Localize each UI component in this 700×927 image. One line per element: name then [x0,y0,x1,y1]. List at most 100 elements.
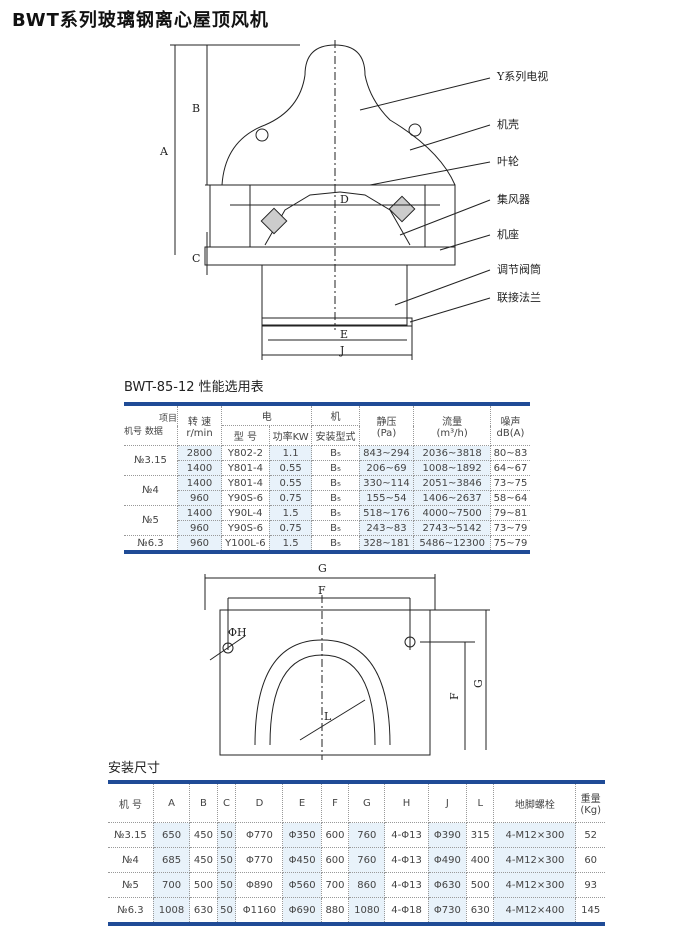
motor-header-right: 机 [311,403,360,426]
label-motor: Y系列电视 [496,69,548,83]
table-cell: 843~294 [358,445,415,461]
table-cell: 600 [320,847,350,873]
table-cell: Φ560 [282,872,322,898]
type-header: 型 号 [221,425,270,446]
column-header: D [235,781,284,823]
table-cell: Φ630 [427,872,467,898]
dim-J: J [339,344,344,357]
table-cell: 50 [216,822,237,848]
table-cell: Y90S-6 [221,490,270,506]
table-cell: Φ890 [235,872,284,898]
column-header: H [384,781,429,823]
column-header: L [465,781,495,823]
table-cell: 60 [575,847,605,873]
table-cell: 0.75 [268,520,313,536]
table-cell: 500 [189,872,218,898]
table-cell: B₅ [311,505,360,521]
table-cell: B₅ [311,535,360,553]
table-cell: Φ690 [282,897,322,925]
fan-section-drawing: Y系列电视 机壳 叶轮 集风器 机座 调节阀筒 联接法兰 A B C D E J [159,40,548,360]
table-cell: Φ390 [427,822,467,848]
column-header: F [320,781,350,823]
table-cell: B₅ [311,460,360,476]
dim-B: B [192,102,200,115]
dim-F-side: F [448,692,461,700]
table-cell: 1.1 [268,445,313,461]
table-cell: 58~64 [489,490,530,506]
table-cell: №3.15 [108,822,154,848]
table-cell: 1400 [177,460,222,476]
dim-C: C [192,252,200,265]
table-cell: 50 [216,847,237,873]
table-cell: 4-Φ13 [384,822,429,848]
power-header: 功率KW [268,425,313,446]
table-cell: Y90S-6 [221,520,270,536]
label-casing: 机壳 [497,117,519,131]
table-cell: 93 [575,872,605,898]
label-collector: 集风器 [497,192,530,206]
table-cell: 450 [189,822,218,848]
table-cell: 685 [152,847,191,873]
table-cell: Y100L-6 [221,535,270,553]
table-cell: 700 [320,872,350,898]
table-cell: 315 [465,822,495,848]
table-cell: Y90L-4 [221,505,270,521]
label-damper: 调节阀筒 [497,262,541,276]
model-cell: №5 [124,505,178,536]
column-header: 重量(Kg) [575,781,605,823]
table-cell: 1080 [348,897,386,925]
table-cell: 79~81 [489,505,530,521]
table-cell: 4-M12×400 [493,897,577,925]
table-cell: 4-Φ13 [384,872,429,898]
table-cell: 73~79 [489,520,530,536]
table-cell: B₅ [311,445,360,461]
table-cell: 500 [465,872,495,898]
column-header: A [152,781,191,823]
table-cell: B₅ [311,490,360,506]
dim-table-title: 安装尺寸 [108,761,161,776]
table-cell: 0.55 [268,475,313,491]
table-cell: 2743~5142 [413,520,491,536]
table-cell: №4 [108,847,154,873]
table-cell: Φ350 [282,822,322,848]
table-cell: 1008 [152,897,191,925]
table-cell: Φ770 [235,847,284,873]
table-cell: 50 [216,897,237,925]
table-cell: 860 [348,872,386,898]
table-cell: Y801-4 [221,475,270,491]
table-cell: 50 [216,872,237,898]
flow-header: 流量(m³/h) [413,403,491,446]
table-cell: 64~67 [489,460,530,476]
table-cell: 4000~7500 [413,505,491,521]
table-cell: 5486~12300 [413,535,491,553]
table-cell: 960 [177,535,222,553]
table-cell: 600 [320,822,350,848]
table-cell: 206~69 [358,460,415,476]
table-cell: 2051~3846 [413,475,491,491]
table-cell: 328~181 [358,535,415,553]
table-cell: №5 [108,872,154,898]
table-cell: 400 [465,847,495,873]
table-cell: 243~83 [358,520,415,536]
table-cell: 80~83 [489,445,530,461]
dim-E: E [340,328,348,341]
table-cell: 760 [348,847,386,873]
table-cell: 0.75 [268,490,313,506]
model-cell: №4 [124,475,178,506]
table-cell: B₅ [311,520,360,536]
dim-PhiH: ΦH [228,626,247,639]
table-cell: 2036~3818 [413,445,491,461]
dim-F: F [318,584,326,597]
page-title: BWT系列玻璃钢离心屋顶风机 [12,10,269,31]
